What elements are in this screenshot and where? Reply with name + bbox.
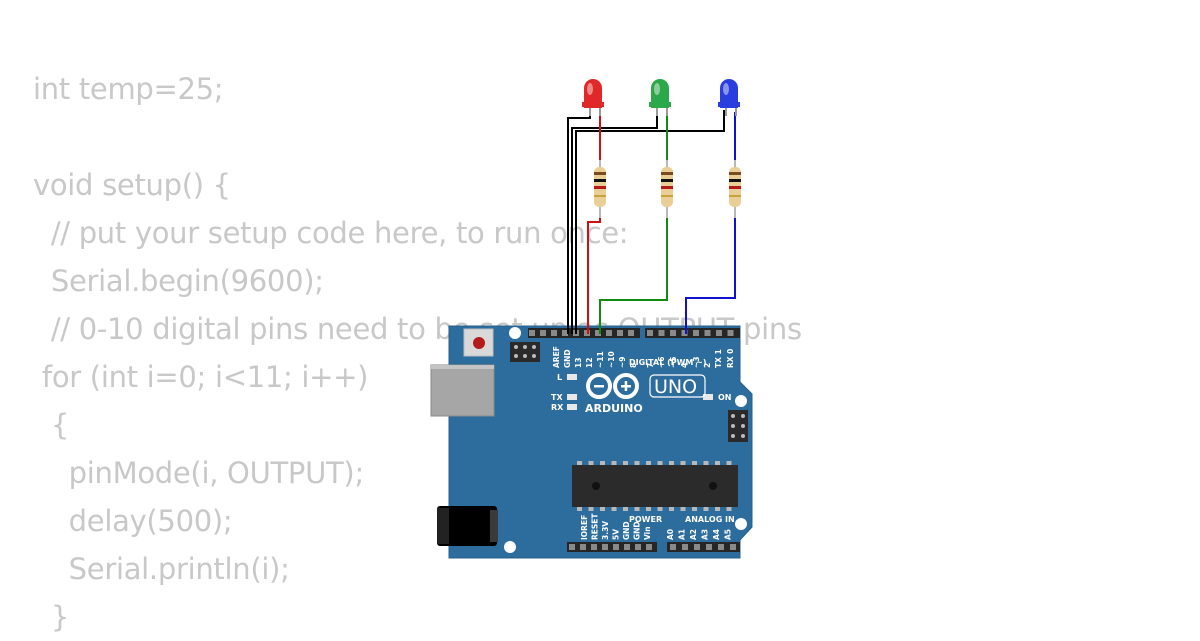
- led-l-label: L: [557, 373, 562, 382]
- green-signal-wire[interactable]: [599, 212, 668, 334]
- digital-pin-label: ~5: [669, 356, 678, 368]
- model-label: UNO: [654, 376, 697, 398]
- power-pin-label: IOREF: [580, 515, 589, 540]
- led-tx-label: TX: [551, 393, 563, 402]
- digital-pin-label: 8: [629, 363, 638, 368]
- digital-pin-label: AREF: [552, 346, 561, 368]
- resistor-green[interactable]: [661, 160, 673, 218]
- digital-pin-label: ~10: [607, 351, 616, 368]
- red-signal-wire[interactable]: [587, 212, 601, 334]
- analog-pin-label: A0: [666, 529, 675, 540]
- digital-pin-label: ~9: [618, 356, 627, 368]
- icsp-header-top: [510, 342, 540, 362]
- power-pin-label: GND: [622, 521, 631, 540]
- mounting-hole: [735, 395, 747, 407]
- usb-connector: [430, 364, 495, 417]
- analog-pin-label: A2: [689, 529, 698, 540]
- code-line: Serial.println(i);: [33, 552, 290, 586]
- code-line: delay(500);: [33, 504, 233, 538]
- digital-pin-label: ~11: [596, 351, 605, 368]
- digital-pin-label: 2: [703, 363, 712, 368]
- wires[interactable]: [567, 110, 736, 334]
- analog-pin-label: A4: [712, 529, 721, 540]
- resistor-red[interactable]: [594, 160, 606, 218]
- blue-signal-wire[interactable]: [685, 212, 736, 334]
- atmega-chip: [572, 461, 738, 511]
- power-jack: [437, 506, 498, 546]
- power-pin-label: 5V: [612, 529, 621, 540]
- red-led[interactable]: [582, 79, 604, 116]
- digital-pin-label: TX 1: [714, 349, 723, 368]
- analog-in-label: ANALOG IN: [685, 515, 735, 524]
- code-line: int temp=25;: [33, 72, 224, 106]
- digital-pin-label: ~3: [692, 356, 701, 368]
- code-line: // put your setup code here, to run once…: [33, 216, 629, 250]
- mounting-hole: [504, 541, 516, 553]
- resistor-blue[interactable]: [729, 160, 741, 218]
- icsp-header-right: [728, 410, 748, 442]
- analog-header[interactable]: [667, 542, 740, 552]
- digital-header[interactable]: [528, 328, 740, 338]
- mounting-hole: [509, 327, 521, 339]
- led-rx-label: RX: [551, 403, 564, 412]
- code-line: {: [33, 408, 69, 442]
- code-line: void setup() {: [33, 168, 231, 202]
- ground-wire-blue-led[interactable]: [575, 110, 725, 334]
- digital-pin-label: 7: [646, 363, 655, 368]
- power-label: POWER: [629, 515, 662, 524]
- digital-pin-label: ~6: [657, 356, 666, 368]
- code-line: Serial.begin(9600);: [33, 264, 324, 298]
- digital-pwm-label: DIGITAL (PWM ~): [629, 358, 707, 367]
- reset-button[interactable]: [463, 328, 494, 357]
- digital-pin-label: 4: [680, 363, 689, 368]
- digital-pin-label: 13: [574, 358, 583, 368]
- arduino-logo: ARDUINO UNO: [585, 373, 706, 415]
- digital-pin-label: 12: [585, 358, 594, 368]
- power-header[interactable]: [567, 542, 657, 552]
- power-pin-label: RESET: [591, 513, 600, 540]
- analog-pin-label: A3: [701, 529, 710, 540]
- analog-pin-label: A5: [724, 529, 733, 540]
- digital-pin-label: RX 0: [726, 349, 735, 368]
- code-line: }: [33, 600, 69, 634]
- ground-wire-green-led[interactable]: [571, 110, 658, 334]
- code-line: pinMode(i, OUTPUT);: [33, 456, 365, 490]
- digital-pin-label: GND: [563, 349, 572, 368]
- onboard-leds: L TX RX ON: [551, 373, 732, 412]
- power-pin-label: GND: [633, 521, 642, 540]
- analog-pin-label: A1: [678, 529, 687, 540]
- blue-led[interactable]: [718, 79, 740, 116]
- power-pin-label: Vin: [643, 526, 652, 540]
- code-line: for (int i=0; i<11; i++): [33, 360, 369, 394]
- led-on-label: ON: [718, 393, 732, 402]
- power-pin-label: 3.3V: [601, 521, 610, 540]
- mounting-hole: [735, 518, 747, 530]
- brand-label: ARDUINO: [585, 402, 643, 415]
- green-led[interactable]: [649, 79, 671, 116]
